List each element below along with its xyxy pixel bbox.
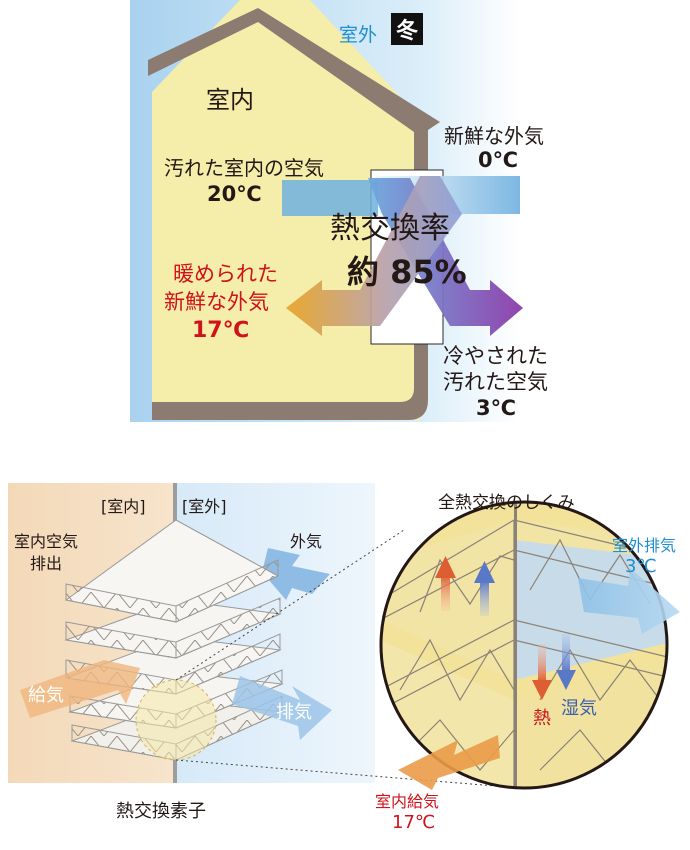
indoor-supply-label: 室内給気 xyxy=(375,792,440,811)
exhaust-arrow xyxy=(232,676,332,740)
element-caption: 熱交換素子 xyxy=(116,801,206,822)
cooled-air-line1: 冷やされた xyxy=(443,344,548,368)
exhaust-label: 排気 xyxy=(276,702,312,723)
heat-label: 熱 xyxy=(533,708,551,729)
outside-air-label: 外気 xyxy=(290,532,323,551)
season-label: 冬 xyxy=(395,19,418,44)
outdoor-exhaust-arrow xyxy=(578,568,680,634)
humidity-up-arrow xyxy=(474,561,495,616)
zoom-line-top xyxy=(175,529,405,681)
season-badge xyxy=(391,13,423,45)
fresh-air-temp: 0℃ xyxy=(478,148,519,172)
outdoor-exhaust-temp: 3℃ xyxy=(625,556,657,577)
heat-down-arrow xyxy=(532,644,552,700)
efficiency-value: 約 85% xyxy=(347,253,467,291)
outdoor-bracket-label: [室外] xyxy=(182,497,227,516)
dirty-air-temp: 20℃ xyxy=(207,182,262,206)
outside-air-arrow xyxy=(262,548,330,600)
magnify-circle-border xyxy=(379,500,669,790)
house-roof-frame xyxy=(148,8,440,420)
heat-up-arrow xyxy=(435,556,456,611)
cooled-air-temp: 3℃ xyxy=(476,396,517,420)
warmed-air-temp: 17℃ xyxy=(192,318,250,343)
supply-label: 給気 xyxy=(28,685,64,706)
supply-arrow xyxy=(20,660,140,718)
indoor-exhaust-line1: 室内空気 xyxy=(14,532,79,551)
outdoor-label: 室外 xyxy=(339,24,378,46)
indoor-label: 室内 xyxy=(206,86,254,114)
indoor-bracket-label: [室内] xyxy=(101,497,146,516)
dirty-air-band xyxy=(282,180,378,216)
warmed-air-line2: 新鮮な外気 xyxy=(164,290,269,314)
supply-arrow-orange xyxy=(286,176,462,336)
humidity-label: 湿気 xyxy=(561,698,597,719)
mechanism-title: 全熱交換のしくみ xyxy=(438,493,575,513)
zoom-spot xyxy=(135,679,217,761)
humidity-down-arrow xyxy=(556,634,576,690)
outdoor-exhaust-label: 室外排気 xyxy=(612,536,677,555)
indoor-exhaust-line2: 排出 xyxy=(30,554,63,573)
dirty-air-label: 汚れた室内の空気 xyxy=(164,156,324,180)
indoor-supply-temp: 17℃ xyxy=(392,812,436,833)
efficiency-label: 熱交換率 xyxy=(330,211,450,246)
warmed-air-line1: 暖められた xyxy=(173,262,278,286)
fresh-air-label: 新鮮な外気 xyxy=(444,124,544,148)
cooled-air-line2: 汚れた空気 xyxy=(443,370,548,394)
indoor-supply-arrow xyxy=(398,735,500,790)
magnified-view xyxy=(381,502,667,788)
